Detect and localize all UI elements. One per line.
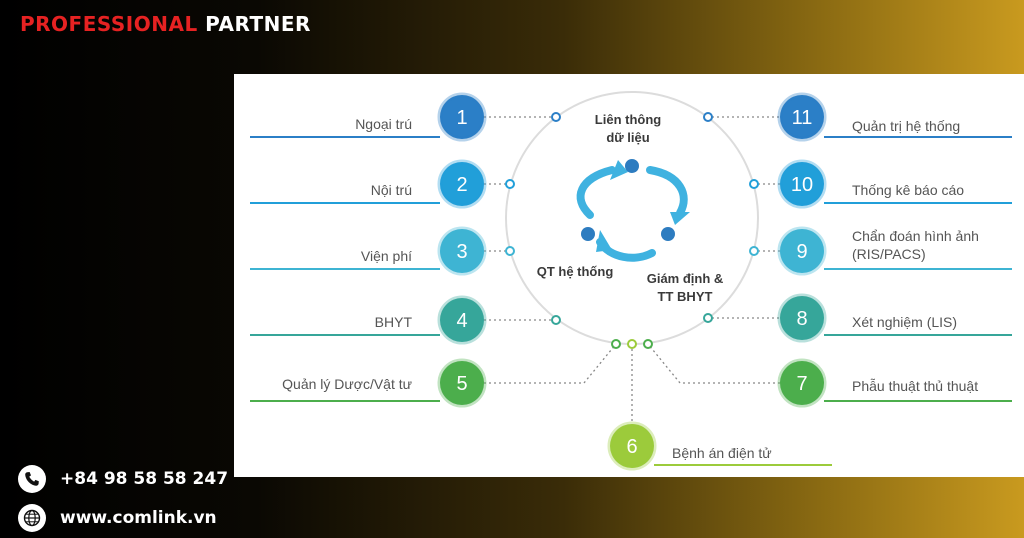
- node-giam-dinh: [661, 227, 675, 241]
- module-diagram: Liên thông dữ liệu QT hệ thống Giám định…: [250, 91, 1012, 471]
- module-label-8: Xét nghiệm (LIS): [852, 314, 957, 330]
- module-label-4: BHYT: [375, 314, 413, 330]
- module-label-9-line1: Chẩn đoán hình ảnh: [852, 228, 979, 244]
- module-label-7: Phẫu thuật thủ thuật: [852, 378, 978, 394]
- circle-3: [437, 226, 487, 276]
- module-number-11: 11: [792, 107, 813, 129]
- module-number-8: 8: [796, 308, 807, 330]
- arrow-head-left: [610, 160, 628, 180]
- contact-website: www.comlink.vn: [18, 504, 217, 532]
- circle-9: [777, 226, 827, 276]
- brand-title: PROFESSIONAL PARTNER: [20, 12, 311, 36]
- circle-2: [437, 159, 487, 209]
- module-number-10: 10: [791, 174, 813, 196]
- arrow-head-right: [670, 212, 690, 225]
- module-number-3: 3: [456, 241, 467, 263]
- module-number-5: 5: [456, 373, 467, 395]
- module-numbers: 1 2 3 4 5 6 7 8 9 10 11: [456, 107, 813, 458]
- brand-professional: PROFESSIONAL: [20, 12, 198, 36]
- circle-5: [437, 358, 487, 408]
- center-top-label-2: dữ liệu: [606, 130, 649, 145]
- module-number-7: 7: [796, 373, 807, 395]
- module-number-9: 9: [796, 241, 807, 263]
- circle-6: [607, 421, 657, 471]
- circle-10: [777, 159, 827, 209]
- module-number-4: 4: [456, 310, 467, 332]
- node-lien-thong: [625, 159, 639, 173]
- brand-partner: PARTNER: [205, 12, 311, 36]
- phone-number: +84 98 58 58 247: [60, 469, 229, 489]
- circle-11: [777, 92, 827, 142]
- phone-icon: [18, 465, 46, 493]
- module-label-1: Ngoại trú: [355, 116, 412, 132]
- connector-dots: [505, 112, 759, 349]
- circle-8: [777, 293, 827, 343]
- module-label-10: Thống kê báo cáo: [852, 182, 964, 198]
- globe-icon: [18, 504, 46, 532]
- module-label-5: Quản lý Dược/Vật tư: [282, 376, 412, 392]
- module-number-2: 2: [456, 174, 467, 196]
- module-label-2: Nội trú: [371, 182, 412, 198]
- arrow-head-bottom: [596, 230, 612, 252]
- contact-phone: +84 98 58 58 247: [18, 465, 228, 493]
- circle-1: [437, 92, 487, 142]
- module-label-11: Quản trị hệ thống: [852, 118, 960, 134]
- center-right-label-1: Giám định &: [647, 271, 724, 286]
- label-underlines: [250, 136, 1012, 466]
- center-right-label-2: TT BHYT: [658, 289, 713, 304]
- module-number-1: 1: [456, 107, 467, 129]
- module-circles: [437, 92, 827, 471]
- module-number-6: 6: [626, 436, 637, 458]
- diagram-panel: Liên thông dữ liệu QT hệ thống Giám định…: [234, 74, 1024, 477]
- module-label-9-line2: (RIS/PACS): [852, 246, 926, 262]
- cycle-arrows: [576, 166, 688, 262]
- center-top-label-1: Liên thông: [595, 112, 661, 127]
- module-label-3: Viện phí: [361, 248, 412, 264]
- connectors: [484, 116, 780, 424]
- circle-7: [777, 358, 827, 408]
- node-qt-he-thong: [581, 227, 595, 241]
- website-link[interactable]: www.comlink.vn: [60, 508, 217, 528]
- circle-4: [437, 295, 487, 345]
- module-label-6: Bệnh án điện tử: [672, 445, 772, 461]
- center-left-label: QT hệ thống: [537, 264, 614, 279]
